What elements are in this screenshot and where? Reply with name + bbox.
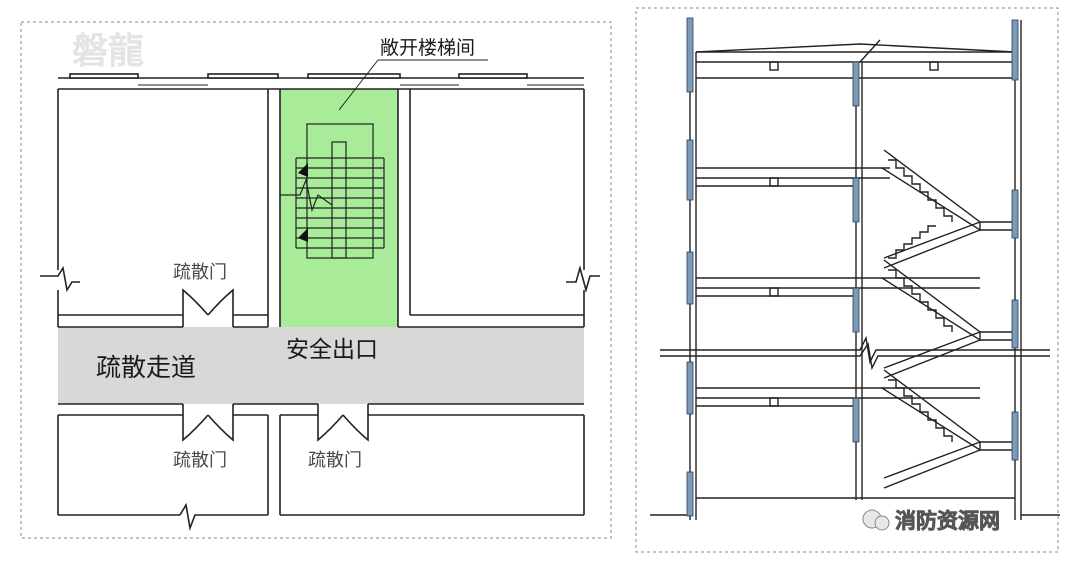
label-evac-corridor: 疏散走道	[96, 353, 196, 382]
plan-frame	[20, 21, 612, 539]
window-right-3	[1011, 299, 1019, 349]
watermark-logo: 磐龍	[72, 31, 144, 72]
building-section-drawing: 消防资源网	[635, 7, 1060, 553]
label-evac-door-lower-right: 疏散门	[308, 450, 362, 471]
window-left-1	[686, 17, 694, 93]
floor-plan-drawing: 磐龍	[20, 21, 612, 539]
column-mid-2	[852, 177, 860, 223]
label-evac-door-upper: 疏散门	[173, 262, 227, 283]
window-left-2	[686, 139, 694, 201]
window-right-2	[1011, 189, 1019, 239]
floor-plan-panel: 磐龍	[20, 21, 612, 539]
stair-flights	[280, 123, 385, 259]
source-mark-text: 消防资源网	[895, 509, 1000, 533]
source-watermark: 消防资源网	[862, 509, 1000, 533]
window-right-1	[1011, 19, 1019, 81]
column-mid-4	[852, 397, 860, 443]
window-left-4	[686, 361, 694, 415]
section-panel: 消防资源网	[620, 0, 1080, 565]
section-frame	[635, 7, 1059, 553]
label-safety-exit: 安全出口	[286, 337, 378, 363]
window-left-5	[686, 471, 694, 517]
stair-arrow-down	[298, 228, 308, 242]
callout-open-stairwell: 敞开楼梯间	[380, 37, 475, 59]
column-mid-1	[852, 61, 860, 107]
label-evac-door-lower-left: 疏散门	[173, 450, 227, 471]
stair-arrow-up	[298, 163, 308, 177]
window-left-3	[686, 251, 694, 305]
column-mid-3	[852, 287, 860, 333]
window-right-4	[1011, 411, 1019, 461]
